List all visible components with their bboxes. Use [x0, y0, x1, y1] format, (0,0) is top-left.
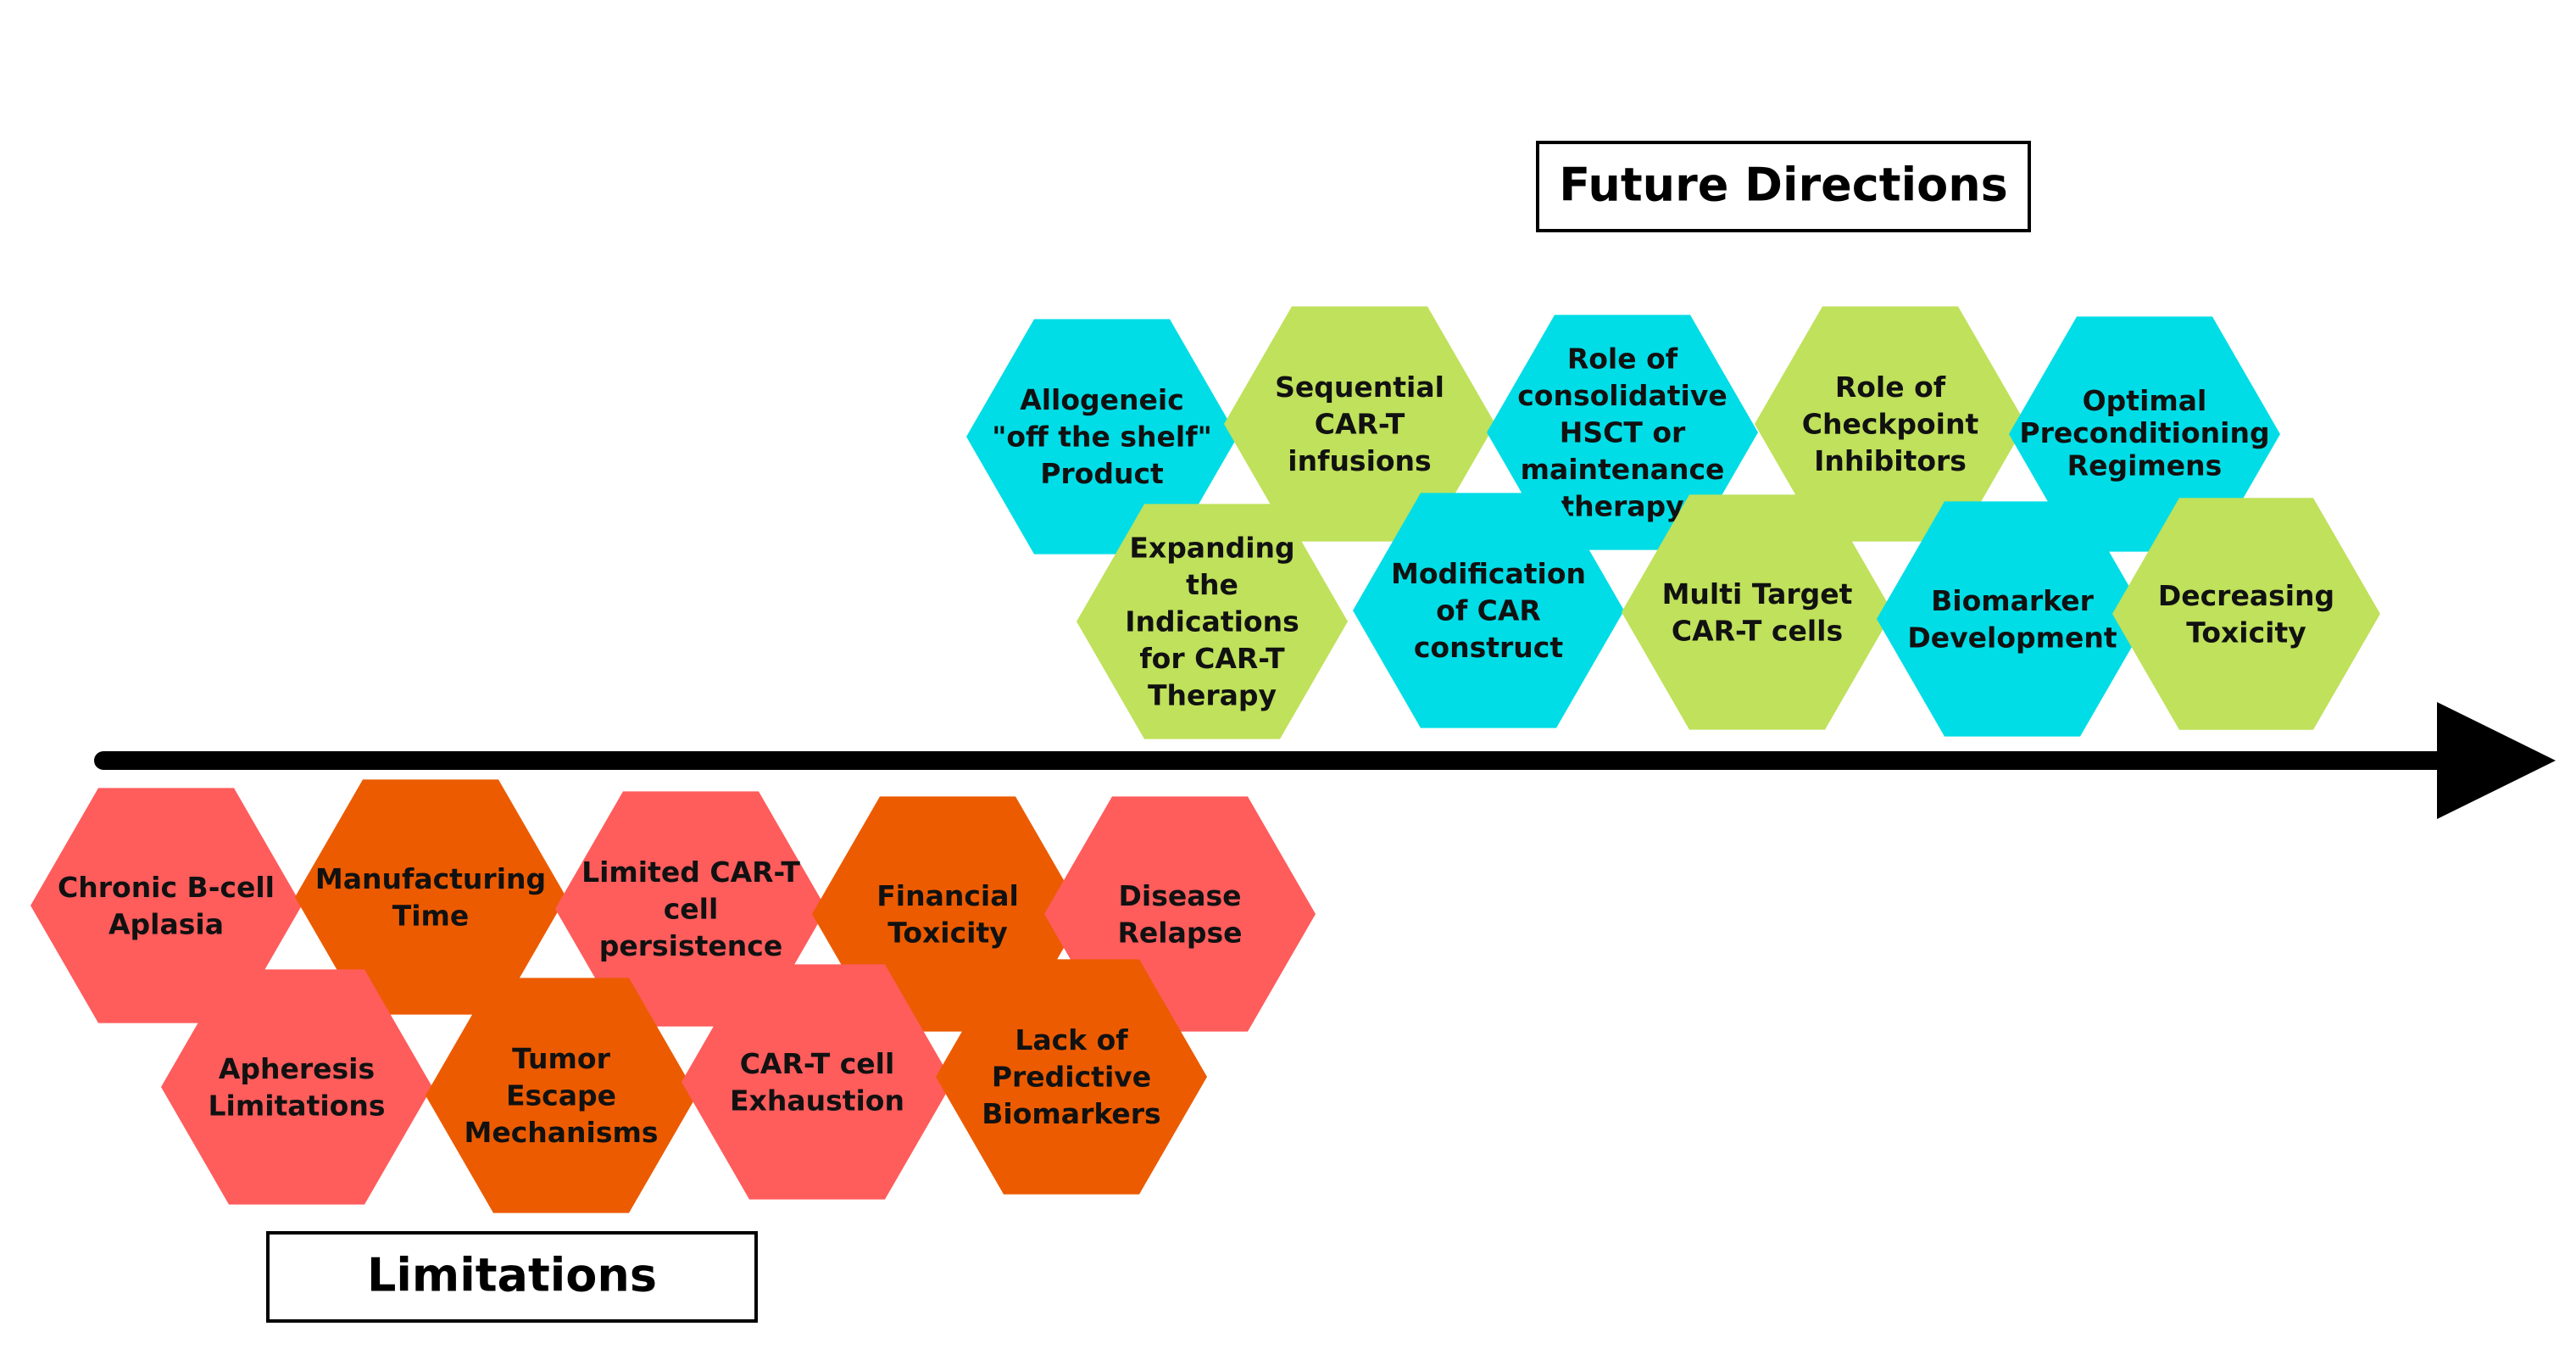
limitation-hex-label-line: Chronic B-cell: [58, 871, 275, 904]
future-hex-label-line: Product: [1040, 457, 1164, 490]
future-hex-label-line: of CAR: [1436, 594, 1541, 627]
limitation-hex-label-line: Apheresis: [219, 1052, 375, 1085]
limitation-hex-label-line: Lack of: [1015, 1023, 1128, 1056]
future-hex-label-line: Checkpoint: [1802, 408, 1979, 441]
future-hex-modification-of-car-construct: Modification of CAR construct: [1353, 493, 1624, 728]
limitation-hex-label-line: Toxicity: [887, 916, 1008, 949]
future-hex-label-line: Modification: [1391, 557, 1586, 590]
limitation-hex-label-line: Mechanisms: [464, 1116, 658, 1149]
future-hex-label-line: Decreasing: [2158, 579, 2334, 612]
future-hex-shape: [2112, 498, 2380, 730]
limitations-group: Chronic B-cellAplasiaManufacturingTimeLi…: [31, 779, 1316, 1213]
future-hex-label-line: Development: [1907, 621, 2117, 654]
future-hex-label-line: HSCT or: [1560, 416, 1686, 449]
future-hex-label-line: Allogeneic: [1020, 383, 1184, 416]
limitation-hex-label-line: CAR-T cell: [740, 1047, 895, 1080]
limitation-hex-label-line: Limited CAR-T: [581, 856, 800, 889]
future-hex-label-line: Expanding: [1129, 531, 1294, 564]
future-hex-label-line: Preconditioning: [2019, 416, 2269, 449]
future-hex-label-line: Role of: [1567, 342, 1678, 375]
limitation-hex-label-line: Biomarkers: [982, 1097, 1160, 1130]
future-hex-shape: [1622, 494, 1893, 730]
future-directions-title-box: Future Directions: [1536, 141, 2031, 232]
future-hex-label-line: the: [1186, 568, 1238, 601]
limitation-hex-label-line: Limitations: [209, 1089, 386, 1122]
limitation-hex-label-line: cell: [664, 893, 719, 926]
future-hex-label-line: construct: [1414, 631, 1563, 664]
limitation-hex-label-line: Time: [392, 899, 470, 932]
future-hex-label-line: Biomarker: [1931, 584, 2095, 617]
future-hex-shape: [966, 319, 1238, 555]
timeline-arrow-head: [2437, 702, 2556, 819]
limitation-hex-shape: [936, 959, 1207, 1195]
future-hex-label-line: CAR-T cells: [1672, 614, 1843, 647]
limitations-title-box: Limitations: [266, 1231, 758, 1323]
limitation-hex-label-line: Financial: [876, 879, 1019, 912]
limitation-hex-shape: [31, 788, 302, 1023]
limitation-hex-shape: [295, 779, 566, 1015]
future-hex-shape: [1353, 493, 1624, 728]
future-hex-label-line: maintenance: [1521, 453, 1725, 486]
future-hex-label-line: consolidative: [1517, 379, 1728, 412]
future-hex-shape: [1877, 501, 2148, 737]
limitation-hex-label-line: persistence: [599, 929, 782, 962]
future-hex-shape: [2009, 316, 2280, 552]
limitation-hex-shape: [682, 964, 953, 1200]
timeline-arrow: [94, 702, 2556, 819]
future-hex-allogeneic-off-the-shelf-product: Allogeneic "off the shelf"Product: [966, 319, 1238, 555]
future-hex-label-line: Sequential: [1275, 371, 1444, 404]
future-hex-label-line: Regimens: [2067, 449, 2223, 482]
future-hex-label-line: Role of: [1835, 371, 1946, 404]
future-hex-label-line: Multi Target: [1662, 577, 1853, 610]
future-hex-label-line: Indications: [1125, 605, 1299, 638]
future-hex-label-line: "off the shelf": [992, 421, 1212, 454]
future-hex-shape: [1487, 315, 1758, 550]
limitations-title: Limitations: [367, 1249, 657, 1302]
future-directions-group: Allogeneic "off the shelf"Product Sequenti…: [966, 306, 2380, 739]
future-hex-shape: [1224, 306, 1495, 542]
future-hex-label-line: Optimal: [2083, 384, 2207, 417]
future-hex-shape: [1077, 504, 1348, 739]
limitation-hex-label-line: Tumor: [512, 1042, 610, 1075]
limitation-hex-label-line: Escape: [506, 1079, 616, 1112]
future-hex-shape: [1755, 306, 2026, 542]
future-hex-label-line: CAR-T: [1315, 408, 1405, 441]
limitation-hex-label-line: Relapse: [1117, 916, 1242, 949]
future-directions-title: Future Directions: [1559, 159, 2008, 212]
future-hex-label-line: therapy: [1561, 490, 1683, 523]
limitation-hex-label-line: Exhaustion: [730, 1084, 904, 1117]
future-hex-label-line: Therapy: [1148, 679, 1277, 712]
limitation-hex-shape: [426, 978, 697, 1213]
limitation-hex-label-line: Predictive: [992, 1061, 1151, 1094]
limitation-hex-label-line: Disease: [1118, 879, 1241, 912]
limitation-hex-label-line: Manufacturing: [315, 862, 546, 895]
future-hex-label-line: Inhibitors: [1814, 444, 1967, 477]
future-hex-label-line: infusions: [1288, 444, 1431, 477]
future-hex-label-line: Toxicity: [2186, 616, 2306, 649]
limitation-hex-label-line: Aplasia: [108, 907, 224, 940]
limitation-hex-shape: [161, 969, 432, 1205]
future-hex-label-line: for CAR-T: [1139, 642, 1285, 675]
